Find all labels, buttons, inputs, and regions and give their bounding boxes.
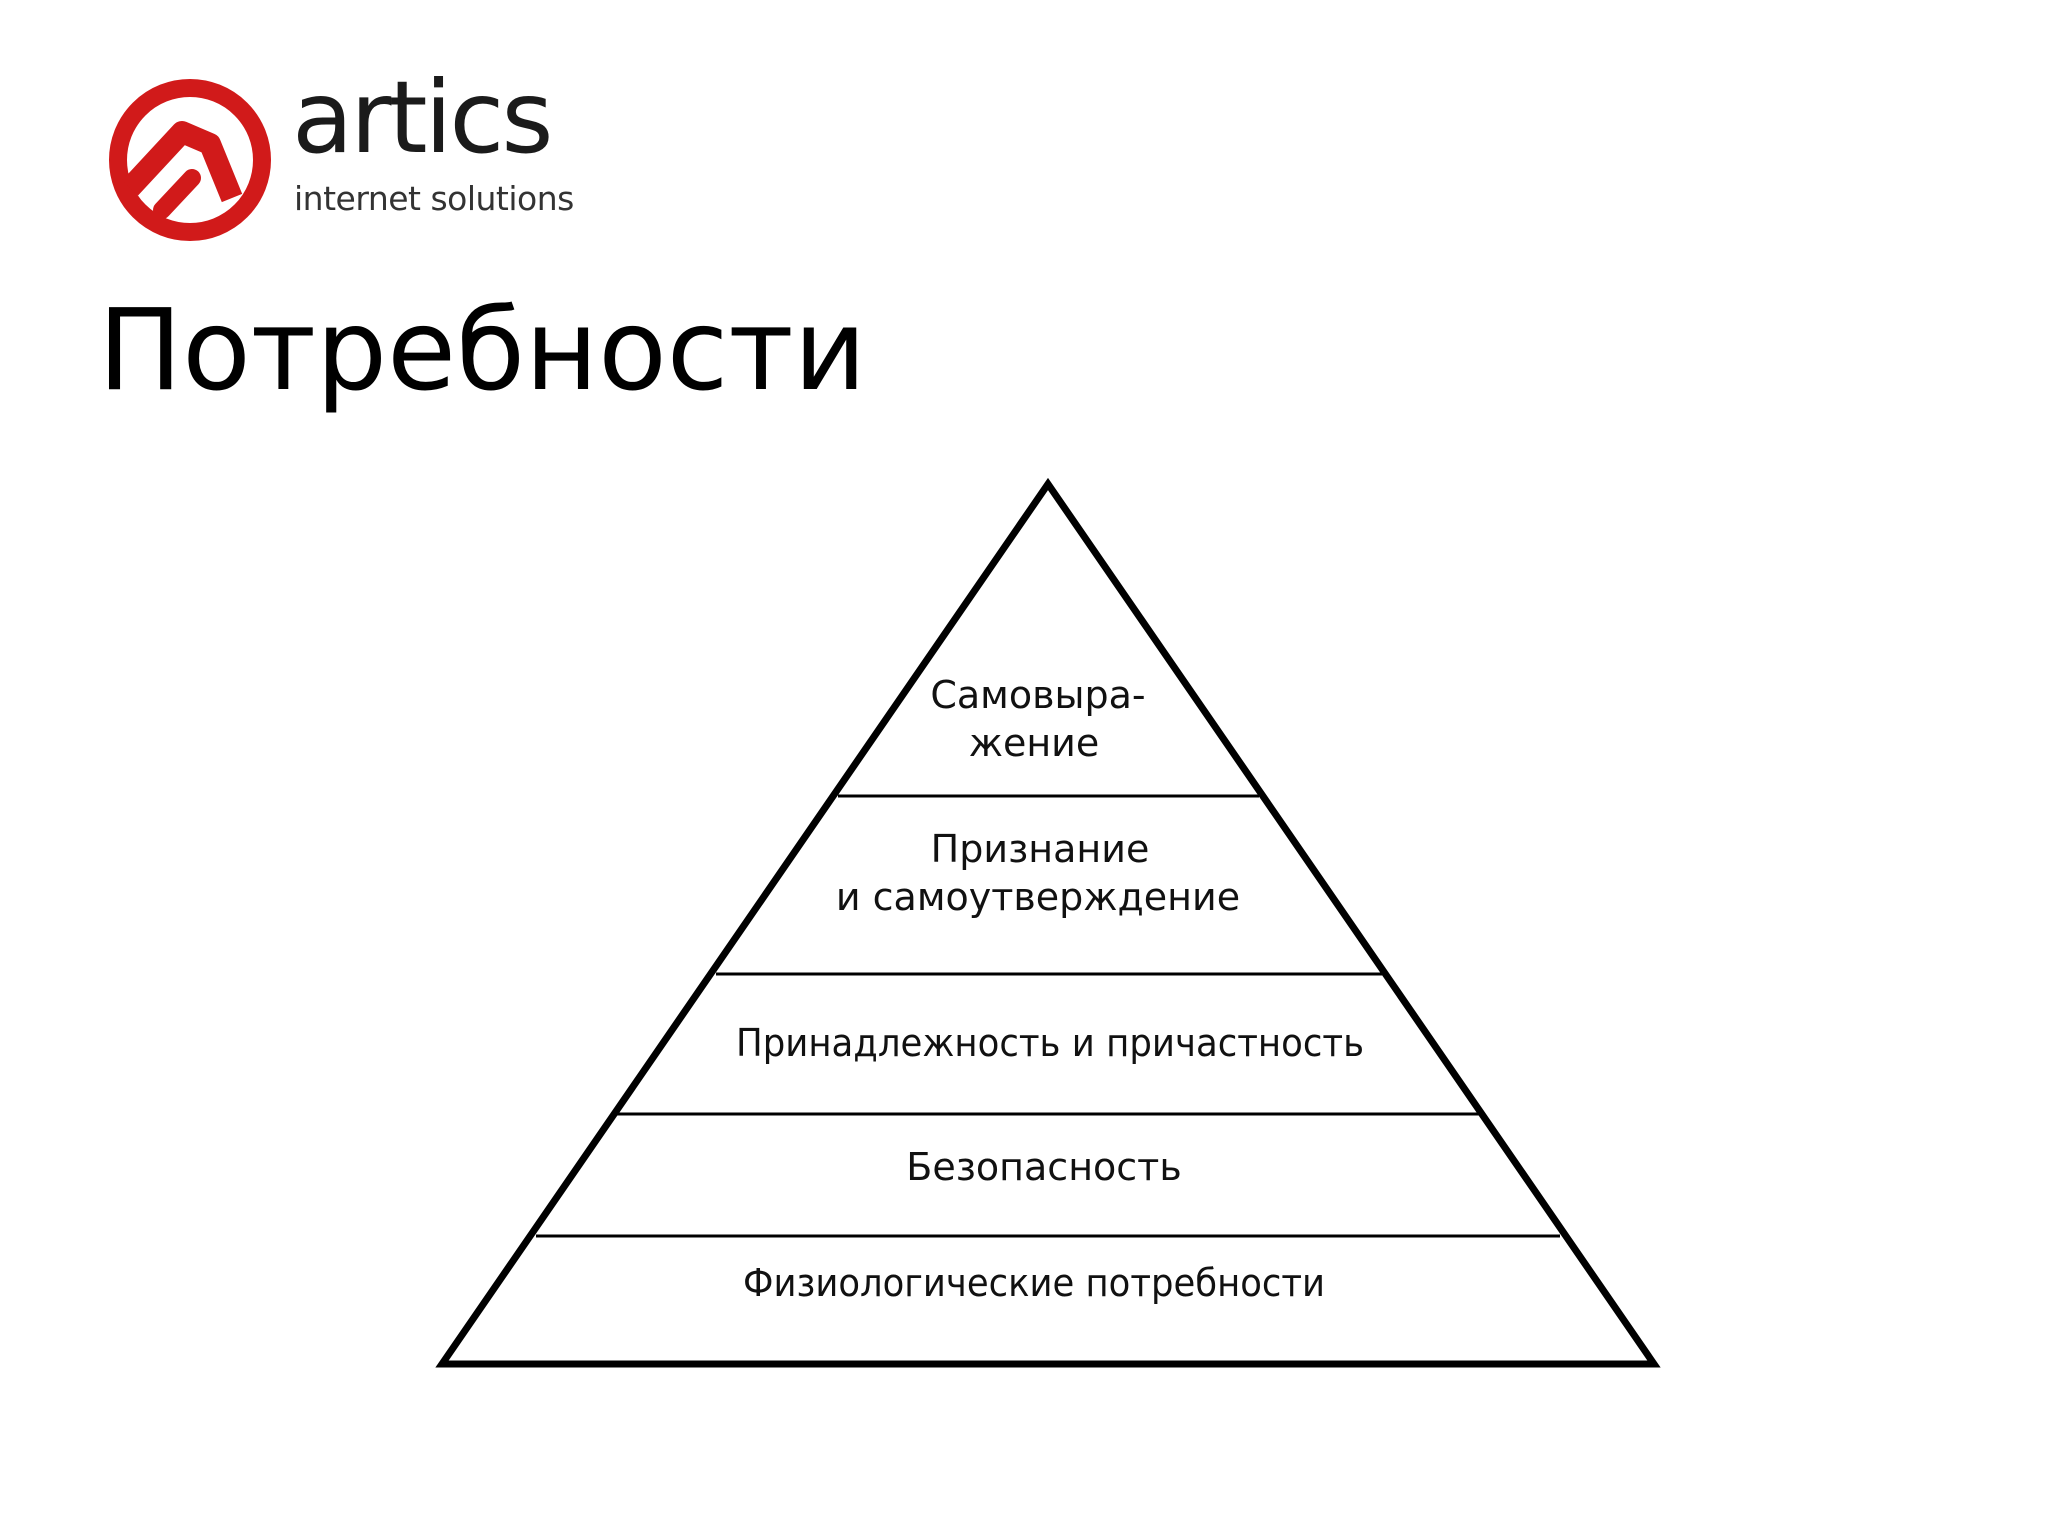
pyramid-level-5: Физиологические потребности [743, 1261, 1325, 1305]
pyramid-level-3: Принадлежность и причастность [736, 1021, 1364, 1065]
page-title: Потребности [98, 286, 867, 416]
brand-logo: artics internet solutions [108, 68, 578, 248]
pyramid-outline [435, 477, 1661, 1368]
pyramid-level-1-line-1: Самовыра- [930, 673, 1145, 717]
pyramid-level-1-line-2: жение [969, 721, 1100, 765]
artics-a-logo-icon [109, 79, 271, 241]
pyramid-level-5-line-1: Физиологические потребности [743, 1261, 1325, 1305]
pyramid-level-2-line-1: Признание [931, 827, 1150, 871]
brand-name: artics [292, 59, 553, 176]
pyramid-level-2-line-2: и самоутверждение [836, 875, 1240, 919]
pyramid-level-2: Признание и самоутверждение [836, 827, 1240, 919]
brand-tagline: internet solutions [294, 179, 574, 218]
pyramid-level-3-line-1: Принадлежность и причастность [736, 1021, 1364, 1065]
pyramid-level-4-line-1: Безопасность [906, 1145, 1181, 1189]
pyramid-level-1: Самовыра- жение [930, 673, 1145, 765]
pyramid-level-4: Безопасность [906, 1145, 1181, 1189]
